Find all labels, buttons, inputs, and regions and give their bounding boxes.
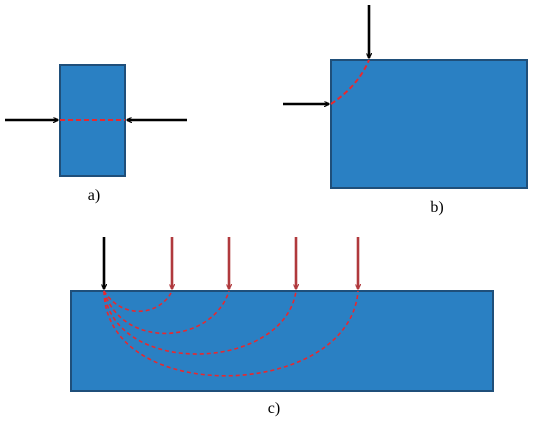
wave-path-c-4 (103, 290, 359, 377)
label-b: b) (430, 199, 443, 216)
panel-a: a) (5, 64, 187, 204)
label-c: c) (268, 400, 280, 417)
wave-path-c-1 (103, 290, 173, 313)
specimen-block-c (70, 290, 494, 392)
panel-c: c) (70, 237, 494, 417)
specimen-block-b (330, 59, 528, 189)
panel-b: b) (283, 5, 528, 216)
wave-path-c-2 (103, 290, 230, 335)
label-a: a) (88, 187, 100, 204)
wave-path-c-3 (103, 290, 297, 355)
